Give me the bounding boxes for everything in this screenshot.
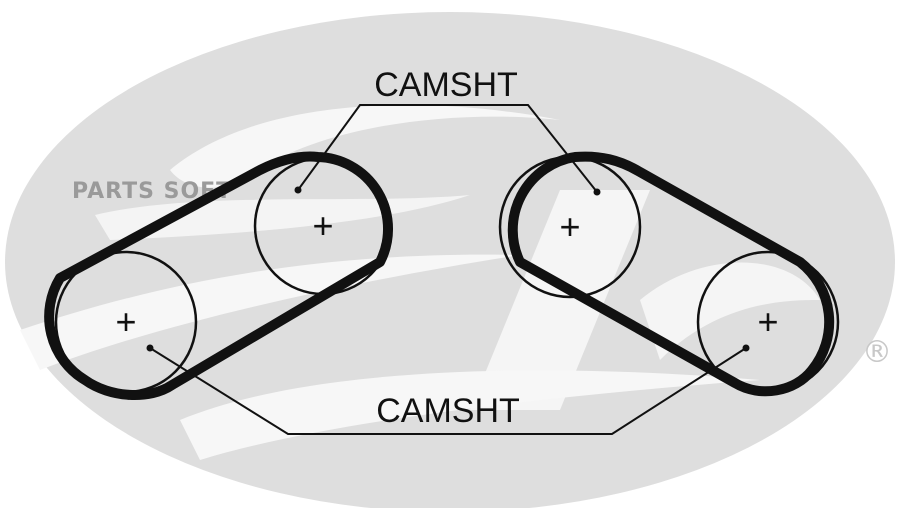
pulley-center-mark: + [757, 301, 778, 342]
callout-label-top: CAMSHT [374, 66, 518, 104]
pulley-center-mark: + [115, 301, 136, 342]
logo-stroke-e [640, 262, 820, 360]
callout-label-bottom: CAMSHT [376, 392, 520, 430]
logo-stroke-g-top [170, 105, 560, 188]
leader-dot [146, 344, 154, 352]
bottom-callout: CAMSHT [146, 344, 750, 435]
logo-stroke-t [470, 190, 650, 410]
leader-dot [593, 188, 601, 196]
logo-stroke-a [20, 254, 520, 370]
pulley-center-mark: + [559, 206, 580, 247]
leader-line-bottom [149, 347, 747, 435]
leader-line-top [297, 104, 598, 193]
logo-stroke-s [180, 370, 760, 460]
pulley-center-mark: + [312, 205, 333, 246]
top-callout: CAMSHT [294, 66, 601, 196]
belt-left [44, 151, 394, 400]
leader-dot [294, 186, 302, 194]
belt-right [507, 151, 835, 397]
registered-mark: ® [862, 335, 892, 370]
leader-dot [742, 344, 750, 352]
gates-logo-background [5, 12, 895, 508]
